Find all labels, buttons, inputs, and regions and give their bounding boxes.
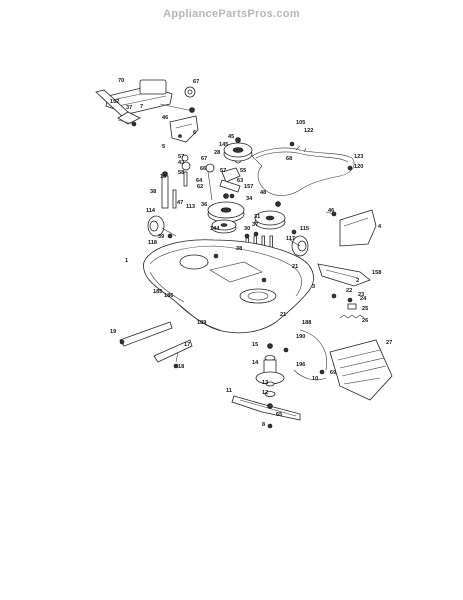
part-callout-185: 185 — [153, 289, 162, 295]
part-callout-28: 28 — [214, 150, 220, 156]
part-callout-120: 120 — [354, 164, 363, 170]
part-callout-5: 5 — [162, 144, 165, 150]
part-callout-12: 12 — [262, 390, 268, 396]
part-callout-21: 21 — [280, 312, 286, 318]
part-callout-158: 158 — [372, 270, 381, 276]
part-callout-45: 45 — [228, 134, 234, 140]
part-callout-188: 188 — [302, 320, 311, 326]
part-callout-15: 15 — [252, 342, 258, 348]
part-callout-144: 144 — [210, 226, 220, 232]
part-callout-117: 117 — [286, 236, 295, 242]
part-callout-69: 69 — [330, 370, 336, 376]
part-callout-26: 26 — [362, 318, 368, 324]
center-spindle-pulley — [207, 193, 245, 234]
part-callout-122: 122 — [304, 128, 313, 134]
blade-spindle-assembly — [255, 343, 285, 397]
part-callout-11: 11 — [226, 388, 232, 394]
part-callout-38: 38 — [150, 189, 156, 195]
part-callout-190: 190 — [296, 334, 305, 340]
part-callout-57: 57 — [178, 154, 184, 160]
curved-baffle-rod — [283, 329, 327, 381]
part-callout-19: 19 — [110, 329, 116, 335]
left-mount-bracket — [161, 171, 177, 209]
part-callout-196: 196 — [296, 362, 305, 368]
part-callout-22: 22 — [346, 288, 352, 294]
left-antiscalp-wheel — [147, 215, 177, 239]
part-callout-118: 118 — [148, 240, 157, 246]
left-lower-brackets — [119, 321, 193, 369]
part-callout-47: 47 — [177, 200, 183, 206]
drive-belt — [251, 141, 355, 196]
part-callout-17: 17 — [184, 342, 190, 348]
mower-deck-housing — [143, 239, 314, 334]
part-callout-21: 21 — [292, 264, 298, 270]
part-callout-34: 34 — [246, 196, 253, 202]
part-callout-115: 115 — [300, 226, 309, 232]
part-callout-62: 62 — [197, 184, 203, 190]
part-callout-31: 31 — [254, 214, 260, 220]
right-antiscalp-wheel — [289, 229, 309, 257]
part-callout-70: 70 — [118, 78, 124, 84]
part-callout-48: 48 — [260, 190, 266, 196]
part-callout-13: 13 — [262, 380, 268, 386]
part-callout-8: 8 — [262, 422, 265, 428]
part-callout-123: 123 — [354, 154, 363, 160]
part-callout-3: 3 — [312, 284, 315, 290]
part-callout-157: 157 — [244, 184, 253, 190]
part-callout-66: 66 — [200, 166, 206, 172]
site-watermark: AppliancePartsPros.com — [163, 8, 300, 20]
part-callout-65: 65 — [276, 412, 282, 418]
part-callout-58: 58 — [178, 170, 184, 176]
part-callout-39: 39 — [158, 234, 164, 240]
discharge-chute — [329, 339, 393, 401]
part-callout-18: 18 — [178, 364, 184, 370]
part-callout-7: 7 — [140, 104, 143, 110]
right-spindle-pulley — [254, 201, 286, 230]
right-baffle — [317, 263, 371, 287]
part-callout-37: 37 — [126, 105, 132, 111]
part-callout-46: 46 — [328, 208, 334, 214]
part-callout-2: 2 — [356, 278, 359, 284]
part-callout-46: 46 — [162, 115, 168, 121]
part-callout-38: 38 — [236, 246, 242, 252]
deck-front-bracket — [169, 115, 199, 143]
part-callout-186: 186 — [164, 293, 173, 299]
part-callout-27: 27 — [386, 340, 392, 346]
discharge-chute-bracket — [325, 209, 377, 247]
part-callout-6: 6 — [193, 130, 196, 136]
part-callout-36: 36 — [201, 202, 207, 208]
lift-linkage-assembly — [95, 79, 196, 127]
part-callout-189: 189 — [197, 320, 206, 326]
part-callout-16: 16 — [160, 174, 166, 180]
part-callout-1: 1 — [125, 258, 128, 264]
part-callout-43: 43 — [178, 160, 184, 166]
part-callout-24: 24 — [360, 296, 367, 302]
part-callout-105: 105 — [296, 120, 305, 126]
deck-spring-hardware — [331, 293, 365, 319]
part-callout-57: 57 — [220, 168, 226, 174]
part-callout-64: 64 — [196, 178, 203, 184]
idler-hardware-stack — [181, 154, 242, 201]
part-callout-14: 14 — [252, 360, 259, 366]
mower-blade — [231, 395, 301, 429]
part-callout-37: 37 — [252, 222, 258, 228]
part-callout-10: 10 — [312, 376, 318, 382]
part-callout-113: 113 — [186, 204, 195, 210]
part-callout-4: 4 — [378, 224, 382, 230]
part-callout-67: 67 — [201, 156, 207, 162]
part-callout-145: 145 — [219, 142, 228, 148]
part-callout-68: 68 — [286, 156, 292, 162]
part-callout-55: 55 — [240, 168, 246, 174]
part-callout-152: 152 — [110, 99, 119, 105]
top-drive-pulley — [223, 137, 253, 162]
part-callout-23: 23 — [358, 292, 364, 298]
part-callout-67: 67 — [193, 79, 199, 85]
part-callout-30: 30 — [244, 226, 250, 232]
part-callout-114: 114 — [146, 208, 156, 214]
part-callout-63: 63 — [237, 178, 243, 184]
part-callout-25: 25 — [362, 306, 368, 312]
